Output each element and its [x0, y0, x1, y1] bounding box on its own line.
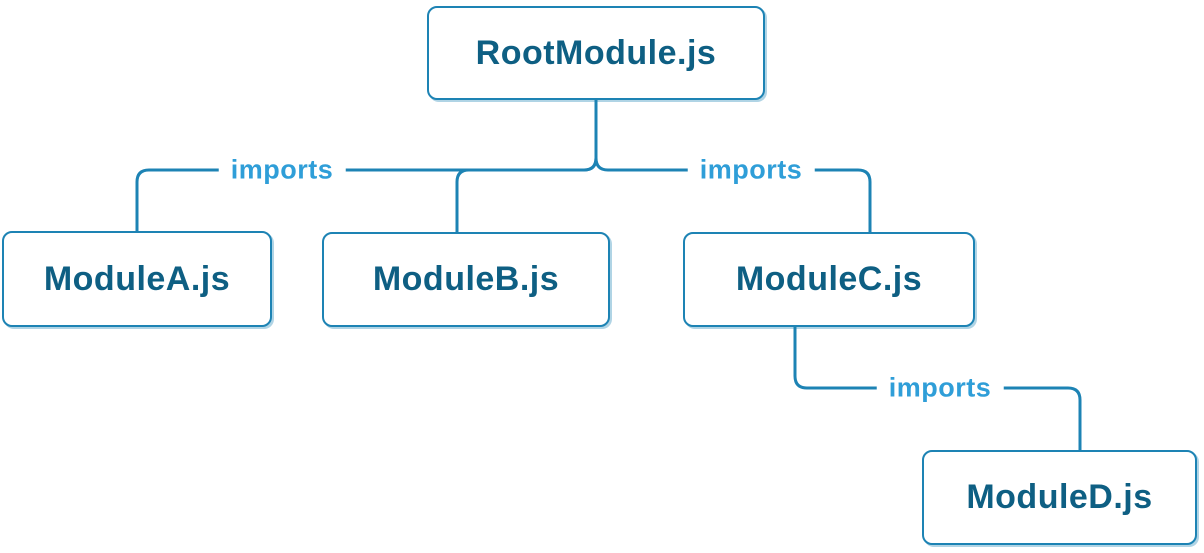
edge-root-to-moduleb — [455, 98, 598, 234]
node-rootmodule: RootModule.js — [427, 6, 765, 100]
edge-root-to-modulea — [135, 98, 598, 233]
edge-label-imports-bottom: imports — [876, 372, 1004, 404]
node-moduleb: ModuleB.js — [322, 232, 610, 327]
node-moduled: ModuleD.js — [922, 450, 1197, 545]
edge-label-imports-left: imports — [218, 154, 346, 186]
edge-label-imports-right: imports — [687, 154, 815, 186]
node-modulec: ModuleC.js — [683, 232, 975, 327]
node-modulea: ModuleA.js — [2, 231, 272, 327]
